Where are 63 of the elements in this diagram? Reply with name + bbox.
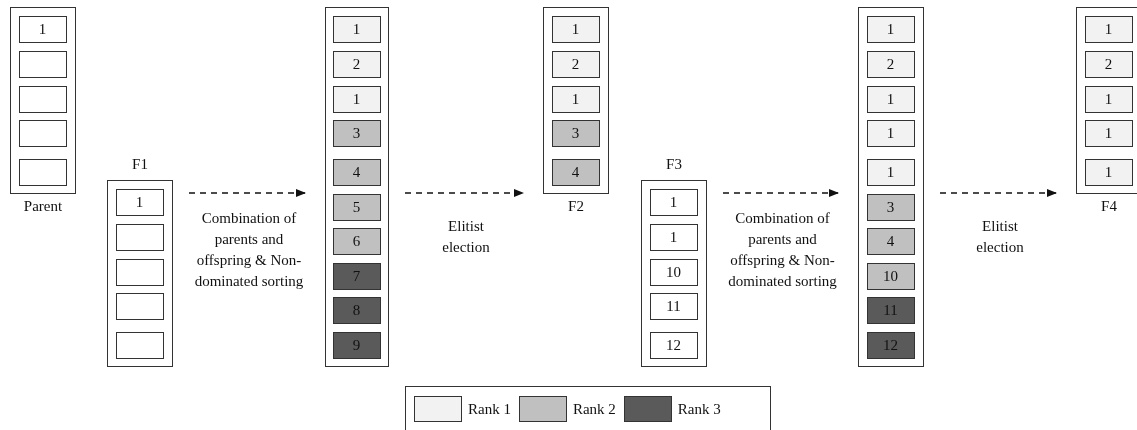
arrow bbox=[404, 189, 524, 197]
population-column bbox=[858, 7, 924, 367]
solution-cell: 4 bbox=[551, 159, 600, 186]
solution-cell: 11 bbox=[649, 293, 698, 320]
solution-cell: 9 bbox=[332, 332, 381, 359]
solution-cell: 1 bbox=[1084, 159, 1133, 186]
legend-label: Rank 2 bbox=[572, 400, 616, 419]
edge-label: Elitist election bbox=[975, 217, 1025, 257]
column-caption: F1 bbox=[131, 156, 149, 173]
solution-cell: 12 bbox=[866, 332, 915, 359]
arrow bbox=[939, 189, 1057, 197]
column-caption: Parent bbox=[22, 198, 64, 215]
solution-cell: 11 bbox=[866, 297, 915, 324]
empty-cell bbox=[18, 120, 67, 147]
solution-cell: 7 bbox=[332, 263, 381, 290]
empty-cell bbox=[115, 293, 164, 320]
solution-cell: 8 bbox=[332, 297, 381, 324]
solution-cell: 10 bbox=[649, 259, 698, 286]
empty-cell bbox=[18, 86, 67, 113]
solution-cell: 1 bbox=[1084, 16, 1133, 43]
solution-cell: 1 bbox=[551, 86, 600, 113]
arrow bbox=[188, 189, 306, 197]
solution-cell: 2 bbox=[1084, 51, 1133, 78]
solution-cell: 1 bbox=[551, 16, 600, 43]
solution-cell: 1 bbox=[115, 189, 164, 216]
solution-cell: 1 bbox=[332, 86, 381, 113]
solution-cell: 1 bbox=[649, 224, 698, 251]
legend-label: Rank 3 bbox=[677, 400, 721, 419]
solution-cell: 5 bbox=[332, 194, 381, 221]
solution-cell: 1 bbox=[1084, 120, 1133, 147]
empty-cell bbox=[18, 51, 67, 78]
solution-cell: 3 bbox=[866, 194, 915, 221]
population-column bbox=[325, 7, 389, 367]
solution-cell: 4 bbox=[332, 159, 381, 186]
empty-cell bbox=[115, 259, 164, 286]
solution-cell: 1 bbox=[332, 16, 381, 43]
solution-cell: 2 bbox=[866, 51, 915, 78]
empty-cell bbox=[18, 159, 67, 186]
column-caption: F3 bbox=[665, 156, 683, 173]
solution-cell: 3 bbox=[551, 120, 600, 147]
solution-cell: 1 bbox=[649, 189, 698, 216]
edge-label: Combination of parents and offspring & Non-dominated sorting bbox=[727, 209, 838, 291]
solution-cell: 1 bbox=[866, 120, 915, 147]
solution-cell: 6 bbox=[332, 228, 381, 255]
solution-cell: 1 bbox=[18, 16, 67, 43]
solution-cell: 10 bbox=[866, 263, 915, 290]
legend-label: Rank 1 bbox=[468, 400, 511, 419]
edge-label: Elitist election bbox=[441, 217, 491, 257]
solution-cell: 4 bbox=[866, 228, 915, 255]
empty-cell bbox=[115, 332, 164, 359]
arrow bbox=[722, 189, 839, 197]
column-caption: F4 bbox=[1100, 198, 1118, 215]
column-caption: F2 bbox=[567, 198, 585, 215]
solution-cell: 12 bbox=[649, 332, 698, 359]
solution-cell: 3 bbox=[332, 120, 381, 147]
solution-cell: 1 bbox=[866, 86, 915, 113]
solution-cell: 1 bbox=[866, 16, 915, 43]
solution-cell: 2 bbox=[551, 51, 600, 78]
solution-cell: 2 bbox=[332, 51, 381, 78]
empty-cell bbox=[115, 224, 164, 251]
edge-label: Combination of parents and offspring & Non-dominated sorting bbox=[193, 209, 305, 291]
solution-cell: 1 bbox=[866, 159, 915, 186]
solution-cell: 1 bbox=[1084, 86, 1133, 113]
